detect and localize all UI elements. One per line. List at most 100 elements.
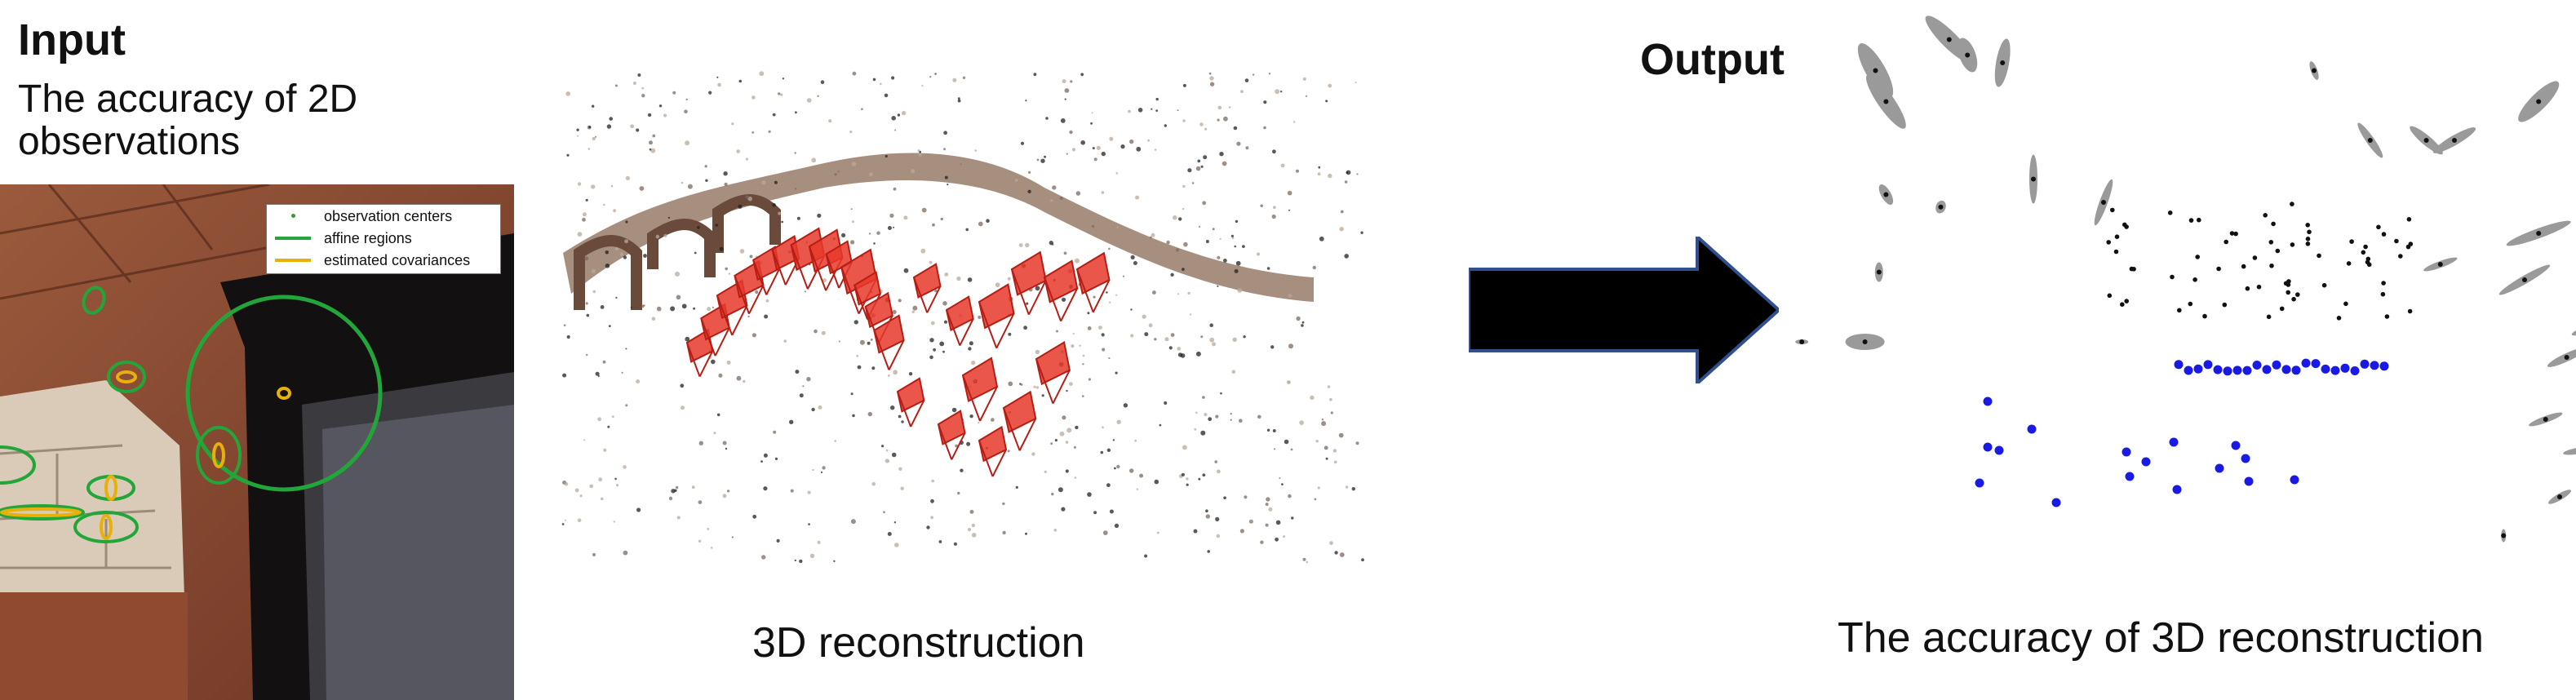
sparse-point	[1066, 153, 1068, 155]
sparse-point	[774, 457, 778, 460]
sparse-point	[1053, 529, 1057, 532]
blue-point	[2141, 457, 2151, 467]
sparse-point	[1265, 503, 1269, 507]
sparse-point	[1177, 109, 1179, 112]
sparse-point	[1108, 247, 1111, 250]
camera-edge	[686, 342, 701, 377]
covariance-ellipse	[2498, 264, 2551, 295]
sparse-point	[739, 249, 745, 254]
sparse-point	[901, 110, 907, 116]
sparse-point	[1087, 312, 1090, 315]
sparse-point	[1334, 551, 1338, 555]
sparse-point	[1217, 255, 1221, 259]
sparse-point	[1028, 171, 1031, 174]
sparse-point	[1033, 73, 1037, 77]
covariance-ellipse	[1994, 38, 2011, 87]
camera-face	[978, 425, 1008, 463]
sparse-point	[624, 239, 629, 244]
sparse-point	[1091, 224, 1095, 228]
sparse-point	[850, 392, 853, 396]
structure-point	[2107, 293, 2113, 299]
camera-edge	[995, 312, 1015, 349]
sparse-point	[778, 211, 782, 215]
sparse-point	[834, 173, 837, 176]
structure-point	[2365, 256, 2371, 262]
sparse-point	[1317, 172, 1321, 176]
sparse-point	[1082, 363, 1084, 366]
sparse-point	[1355, 441, 1359, 445]
sparse-point	[641, 86, 645, 90]
sparse-point	[1049, 241, 1053, 246]
sparse-point	[1306, 560, 1309, 564]
sparse-point	[613, 209, 616, 213]
sparse-point	[681, 405, 685, 410]
sparse-point	[934, 73, 937, 75]
blue-point	[2184, 366, 2193, 375]
blue-point	[1983, 442, 1993, 452]
camera-edge	[1003, 407, 1021, 451]
camera-edge	[771, 249, 787, 286]
sparse-point	[1071, 148, 1076, 152]
sparse-point	[796, 216, 800, 220]
structure-point	[2384, 314, 2390, 319]
sparse-point	[867, 411, 872, 417]
sparse-point	[725, 447, 728, 450]
sparse-point	[1186, 477, 1189, 481]
sparse-point	[1057, 487, 1063, 493]
structure-point	[2122, 222, 2127, 228]
sparse-point	[745, 195, 749, 199]
sparse-point	[812, 468, 814, 472]
sparse-point	[943, 148, 947, 151]
structure-point	[2256, 284, 2262, 290]
sparse-point	[799, 393, 804, 398]
sparse-point	[1142, 314, 1146, 319]
sparse-point	[630, 124, 635, 129]
sparse-point	[1123, 403, 1128, 408]
sparse-point	[1101, 151, 1106, 157]
camera-edge	[731, 304, 748, 336]
sparse-point	[917, 149, 920, 153]
sparse-point	[1231, 237, 1235, 240]
blue-point	[2321, 364, 2330, 374]
sparse-point	[1205, 514, 1210, 519]
sparse-point	[649, 140, 653, 145]
legend-label: estimated covariances	[324, 252, 471, 268]
sparse-point	[1182, 268, 1185, 271]
sparse-point	[606, 124, 612, 129]
sparse-point	[614, 477, 617, 481]
camera-edge	[840, 267, 860, 314]
sparse-point	[582, 217, 586, 222]
covariance-ellipses	[1758, 16, 2576, 543]
camera-edge	[1052, 370, 1071, 404]
sparse-point	[1202, 473, 1206, 477]
sparse-point	[1120, 144, 1125, 149]
sparse-point	[1177, 347, 1181, 351]
sparse-point	[887, 374, 890, 377]
sparse-point	[1008, 332, 1012, 336]
sparse-point	[1209, 82, 1215, 86]
sparse-point	[869, 172, 873, 177]
structure-point	[2271, 221, 2276, 227]
sparse-point	[651, 317, 656, 321]
structure-point	[2307, 229, 2312, 235]
sparse-point	[676, 295, 681, 300]
sparse-point	[1191, 182, 1195, 184]
covariance-ellipse	[1935, 200, 1946, 214]
structure-point	[2381, 281, 2386, 286]
sparse-point	[966, 441, 971, 446]
sparse-point	[1187, 291, 1190, 295]
ellipse-center	[2557, 494, 2562, 499]
sparse-point	[1087, 492, 1092, 497]
input-subtitle-line1: The accuracy of 2D	[18, 78, 358, 121]
sparse-point	[799, 559, 803, 564]
blue-point	[2242, 366, 2252, 375]
sparse-point	[1136, 146, 1142, 152]
sparse-point	[1355, 82, 1357, 84]
sparse-point	[1182, 445, 1187, 450]
sparse-point	[1064, 88, 1070, 93]
ellipse-center	[1938, 204, 1944, 210]
structure-point	[2167, 210, 2173, 215]
sparse-point	[656, 306, 662, 312]
sparse-point	[1208, 417, 1213, 422]
sparse-point	[1288, 494, 1292, 498]
